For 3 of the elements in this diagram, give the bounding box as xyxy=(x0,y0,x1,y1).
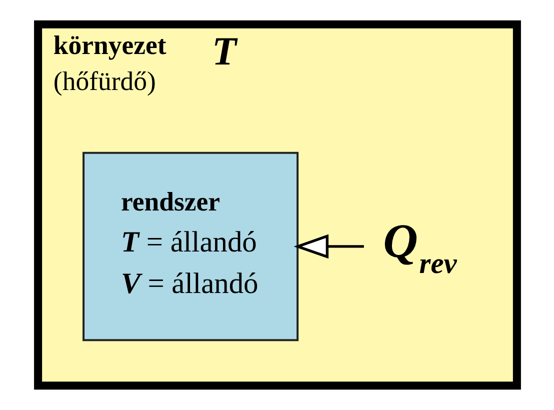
arrow xyxy=(293,234,364,259)
node-text: Q$_{rev}$ xyxy=(382,214,456,280)
node-box: rendszer T = állandó V = állandó xyxy=(82,152,298,342)
